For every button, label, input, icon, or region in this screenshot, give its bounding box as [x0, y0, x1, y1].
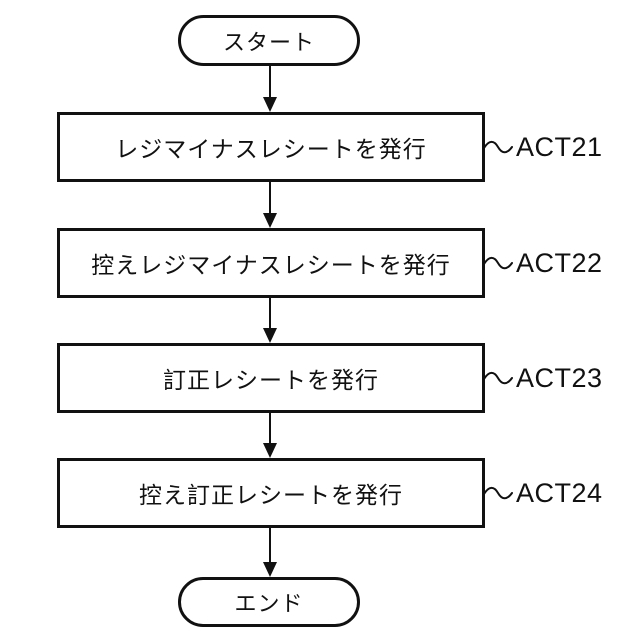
start-label: スタート [222, 29, 315, 55]
tilde-connector-icon [483, 255, 513, 271]
act-ref-label-22: ACT22 [483, 246, 603, 280]
tilde-connector-icon [483, 485, 513, 501]
end-label: エンド [234, 591, 304, 616]
arrow-shaft [269, 528, 271, 563]
arrow-shaft [269, 66, 271, 98]
process-label: 訂正レシートを発行 [163, 367, 379, 393]
tilde-connector-icon [483, 139, 513, 155]
arrow-head-icon [262, 328, 277, 343]
start-terminal: スタート [178, 15, 360, 66]
flow-arrow [262, 66, 278, 112]
act-number: ACT23 [516, 362, 603, 393]
arrow-head-icon [262, 213, 277, 228]
process-box-act24: 控え訂正レシートを発行 [57, 458, 485, 528]
arrow-shaft [269, 182, 271, 214]
flow-arrow [262, 298, 278, 343]
arrow-shaft [269, 298, 271, 329]
act-ref-label-24: ACT24 [483, 476, 603, 510]
arrow-head-icon [262, 97, 277, 112]
process-box-act21: レジマイナスレシートを発行 [57, 112, 485, 182]
act-number: ACT24 [516, 477, 603, 508]
process-label: 控え訂正レシートを発行 [139, 482, 403, 508]
flow-arrow [262, 528, 278, 577]
tilde-connector-icon [483, 370, 513, 386]
act-ref-label-23: ACT23 [483, 361, 603, 395]
process-box-act23: 訂正レシートを発行 [57, 343, 485, 413]
arrow-shaft [269, 413, 271, 444]
flow-arrow [262, 182, 278, 228]
arrow-head-icon [262, 562, 277, 577]
act-number: ACT21 [516, 131, 603, 162]
arrow-head-icon [262, 443, 277, 458]
process-label: レジマイナスレシートを発行 [115, 136, 427, 162]
process-box-act22: 控えレジマイナスレシートを発行 [57, 228, 485, 298]
act-ref-label-21: ACT21 [483, 130, 603, 164]
flow-arrow [262, 413, 278, 458]
act-number: ACT22 [516, 247, 603, 278]
process-label: 控えレジマイナスレシートを発行 [91, 252, 451, 278]
end-terminal: エンド [178, 577, 360, 627]
